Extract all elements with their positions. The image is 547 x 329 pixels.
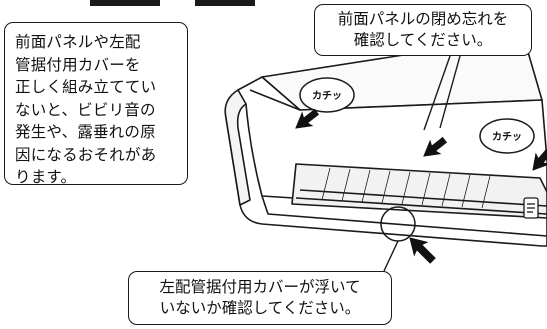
click-bubble-left: カチッ xyxy=(299,77,355,113)
pointer-bottom xyxy=(383,240,399,272)
header-partial xyxy=(90,0,255,6)
arrow-icon xyxy=(532,148,547,171)
front-panel-line xyxy=(249,89,301,111)
arrows xyxy=(295,108,547,264)
callout-pointers xyxy=(383,55,461,272)
callout-top-text: 前面パネルの閉め忘れを 確認してください。 xyxy=(337,10,509,49)
left-end-cap xyxy=(224,89,251,206)
click-bubble-icon xyxy=(299,77,355,113)
front-panel-edge xyxy=(245,103,547,215)
callout-top-right: 前面パネルの閉め忘れを 確認してください。 xyxy=(314,4,532,56)
lower-face xyxy=(261,195,547,237)
callout-left: 前面パネルや左配 管据付用カバーを 正しく組み立ててい ないと、ビビリ音の 発生… xyxy=(4,22,188,186)
remote-sensor-icon xyxy=(523,197,539,219)
click-label-right: カチッ xyxy=(492,131,522,143)
arrow-icon xyxy=(423,136,448,157)
arrow-icon xyxy=(295,108,320,129)
callout-left-text: 前面パネルや左配 管据付用カバーを 正しく組み立ててい ないと、ビビリ音の 発生… xyxy=(15,33,157,186)
click-bubble-icon xyxy=(479,118,535,154)
air-conditioner-unit xyxy=(224,38,547,247)
pointer-top-1 xyxy=(423,55,451,131)
callout-bottom-text: 左配管据付用カバーが浮いて いないか確認してください。 xyxy=(159,278,361,317)
click-bubble-right: カチッ xyxy=(479,118,535,154)
click-label-left: カチッ xyxy=(312,90,342,102)
callout-bottom: 左配管据付用カバーが浮いて いないか確認してください。 xyxy=(128,271,392,325)
pointer-top-2 xyxy=(439,55,461,129)
arrow-icon xyxy=(409,237,436,264)
louver-hatching xyxy=(321,167,491,209)
louver-blade-2 xyxy=(295,197,547,215)
